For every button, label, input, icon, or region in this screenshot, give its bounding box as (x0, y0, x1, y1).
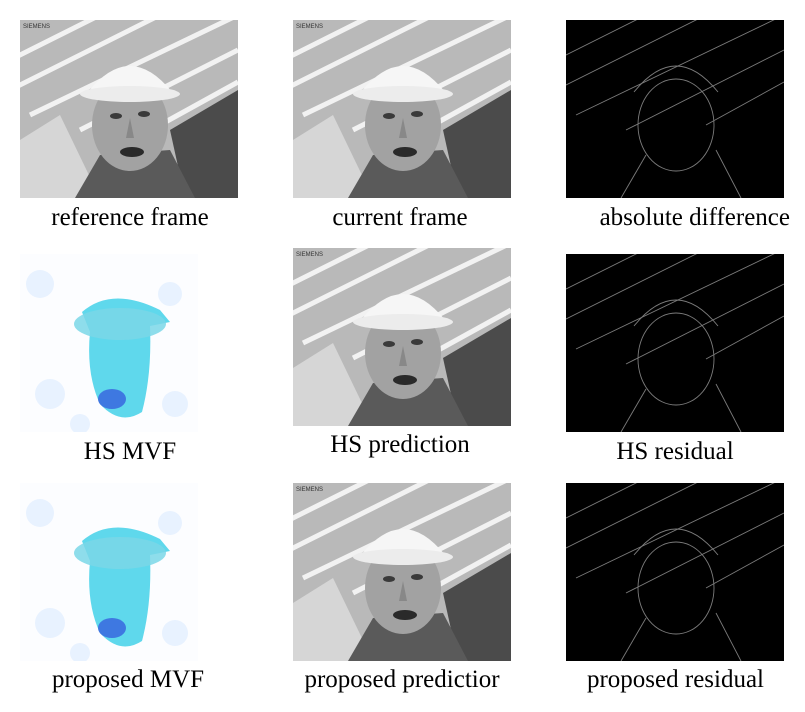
caption-hs-mvf: HS MVF (83, 438, 177, 465)
caption-current-frame: current frame (332, 204, 468, 231)
caption-hs-residual: HS residual (616, 438, 734, 465)
absolute-difference-image (566, 20, 784, 198)
watermark-text: SIEMENS (296, 487, 323, 493)
caption-reference-frame: reference frame (51, 204, 209, 231)
proposed-prediction-image: SIEMENS (293, 483, 511, 661)
hs-residual-image (566, 254, 784, 432)
caption-proposed-mvf: proposed MVF (51, 666, 205, 693)
hs-mvf-image (20, 254, 198, 432)
current-frame-image: SIEMENS (293, 20, 511, 198)
caption-hs-prediction: HS prediction (330, 431, 470, 458)
reference-frame-image: SIEMENS (20, 20, 238, 198)
proposed-mvf-image (20, 483, 198, 661)
caption-proposed-prediction: proposed predictior (304, 666, 500, 693)
proposed-residual-image (566, 483, 784, 661)
caption-proposed-residual: proposed residual (586, 666, 765, 693)
caption-absolute-difference: absolute difference (599, 204, 790, 231)
watermark-text: SIEMENS (296, 252, 323, 258)
watermark-text: SIEMENS (23, 24, 50, 30)
watermark-text: SIEMENS (296, 24, 323, 30)
hs-prediction-image: SIEMENS (293, 248, 511, 426)
